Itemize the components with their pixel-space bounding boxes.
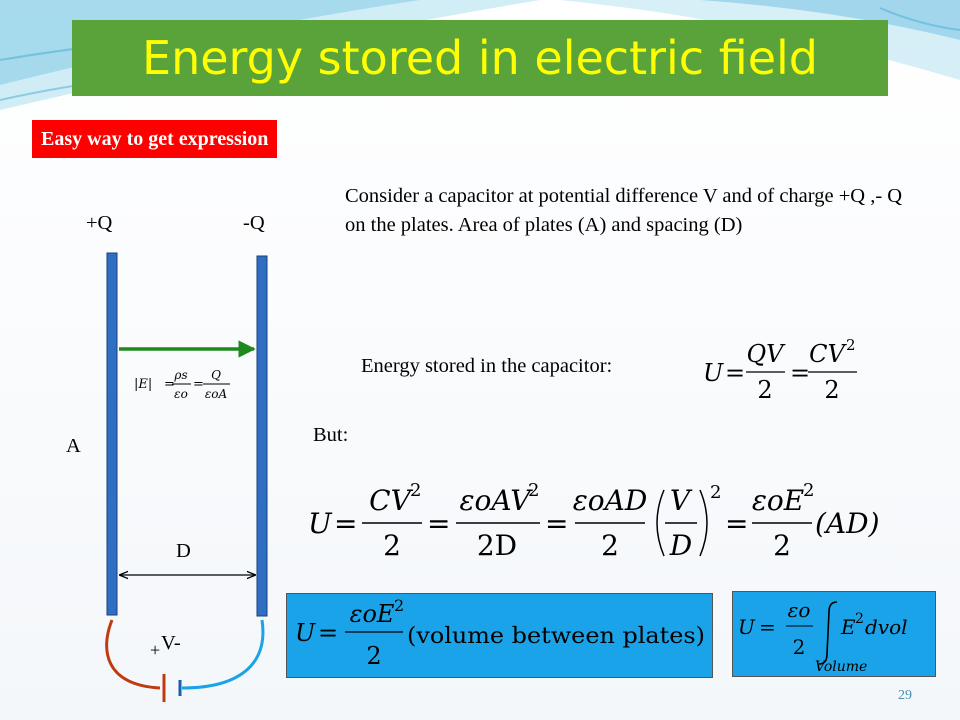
description-text: Consider a capacitor at potential differ… bbox=[345, 185, 903, 236]
chain-u: U bbox=[308, 507, 333, 540]
volume-equation-box: U = εoE 2 2 (volume between plates) bbox=[286, 593, 713, 678]
vol-den: 2 bbox=[366, 642, 381, 670]
field-eq-equals-1: = bbox=[164, 377, 175, 392]
chain-equals-3: = bbox=[545, 507, 568, 540]
field-eq-num-1: ρs bbox=[173, 368, 187, 382]
chain-den-2: 2D bbox=[477, 529, 517, 562]
page-number: 29 bbox=[898, 688, 912, 703]
field-eq-equals-2: = bbox=[193, 377, 204, 392]
chain-exp-4: 2 bbox=[803, 480, 814, 501]
cap-den-2: 2 bbox=[824, 376, 839, 404]
chain-num-1: CV bbox=[369, 484, 413, 517]
title-bar: Energy stored in electric field bbox=[72, 20, 888, 96]
voltage-label: V- bbox=[161, 632, 181, 654]
cap-u: U bbox=[703, 359, 724, 387]
int-equals: = bbox=[759, 615, 776, 639]
int-num: εo bbox=[788, 598, 811, 622]
chain-paren-exp: 2 bbox=[710, 482, 721, 503]
field-eq-den-1: εo bbox=[174, 387, 188, 401]
plus-sign-label: + bbox=[150, 640, 161, 660]
chain-den-4: 2 bbox=[773, 529, 791, 562]
cap-num-2: CV bbox=[809, 340, 847, 368]
cap-energy-equation: U = QV 2 = CV 2 2 bbox=[703, 336, 857, 404]
chain-paren-den: D bbox=[669, 529, 692, 562]
right-plate bbox=[256, 255, 268, 617]
vol-u: U bbox=[295, 619, 316, 647]
chain-den-1: 2 bbox=[383, 529, 401, 562]
slide-title: Energy stored in electric field bbox=[142, 31, 818, 85]
integral-sign bbox=[818, 601, 838, 665]
cap-den-1: 2 bbox=[757, 376, 772, 404]
int-exp: 2 bbox=[855, 611, 864, 627]
wire-right bbox=[181, 619, 265, 690]
vol-exp: 2 bbox=[394, 596, 404, 615]
subtitle-label: Easy way to get expression bbox=[32, 120, 278, 158]
field-equation: |E| = ρs εo = Q εoA bbox=[134, 368, 230, 401]
derivation-equation: U = CV 2 2 = εoAV 2 2D = εoAD 2 V D 2 = … bbox=[308, 480, 880, 562]
chain-paren-num: V bbox=[670, 484, 693, 517]
wire-left bbox=[105, 619, 161, 690]
chain-equals-1: = bbox=[334, 507, 357, 540]
minus-q-label: -Q bbox=[243, 212, 265, 234]
int-dvol: dvol bbox=[865, 615, 908, 639]
chain-num-3: εoAD bbox=[573, 484, 648, 517]
chain-exp-1: 2 bbox=[410, 480, 421, 501]
vol-text: (volume between plates) bbox=[407, 624, 705, 649]
energy-label: Energy stored in the capacitor: bbox=[361, 355, 613, 377]
vol-num: εoE bbox=[350, 600, 395, 628]
plus-q-label: +Q bbox=[86, 212, 113, 234]
volume-equation: U = εoE 2 2 (volume between plates) bbox=[295, 596, 705, 670]
area-label: A bbox=[66, 435, 81, 457]
int-integrand: E bbox=[840, 615, 856, 639]
cap-exp-2: 2 bbox=[846, 336, 856, 354]
chain-tail: (AD) bbox=[815, 507, 880, 540]
field-eq-lhs: |E| bbox=[134, 377, 152, 392]
cap-equals-2: = bbox=[790, 359, 810, 387]
chain-den-3: 2 bbox=[601, 529, 619, 562]
chain-num-2: εoAV bbox=[460, 484, 534, 517]
int-den: 2 bbox=[793, 635, 806, 659]
integral-equation: U = εo 2 E 2 dvol Volume bbox=[738, 598, 908, 675]
int-u: U bbox=[738, 615, 756, 639]
field-eq-num-2: Q bbox=[211, 368, 221, 382]
but-label: But: bbox=[313, 424, 349, 446]
vol-equals: = bbox=[318, 619, 338, 647]
chain-num-4: εoE bbox=[752, 484, 804, 517]
field-eq-den-2: εoA bbox=[205, 387, 228, 401]
integral-equation-box: U = εo 2 E 2 dvol Volume bbox=[732, 591, 936, 677]
spacing-label: D bbox=[176, 540, 191, 562]
chain-equals-4: = bbox=[725, 507, 748, 540]
cap-equals-1: = bbox=[725, 359, 745, 387]
int-limit: Volume bbox=[815, 659, 867, 675]
left-plate bbox=[106, 252, 118, 616]
chain-exp-2: 2 bbox=[528, 480, 539, 501]
cap-num-1: QV bbox=[746, 340, 786, 368]
chain-equals-2: = bbox=[427, 507, 450, 540]
